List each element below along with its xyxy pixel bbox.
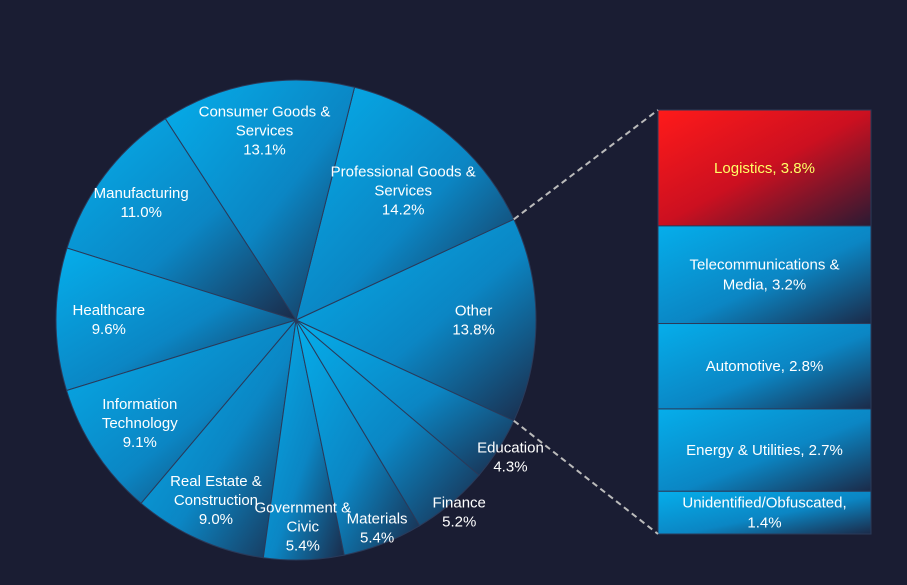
breakout-bar xyxy=(657,109,872,535)
pie-slice-consumer-goods-and-services xyxy=(164,79,356,322)
bar-label-telecommunications-and-media: Telecommunications &Media, 3.2% xyxy=(689,257,839,294)
bar-label-unidentified-obfuscated: Unidentified/Obfuscated,1.4% xyxy=(682,495,846,532)
pie-slices xyxy=(55,79,537,561)
bar-label-automotive: Automotive, 2.8% xyxy=(706,358,824,375)
connector-top xyxy=(513,109,659,221)
pie-slice-manufacturing xyxy=(66,118,298,321)
bar-label-logistics: Logistics, 3.8% xyxy=(714,160,815,177)
pie-slice-healthcare xyxy=(55,247,298,392)
connector-bottom xyxy=(513,419,659,535)
bar-segment-automotive xyxy=(657,323,872,410)
pie-slice-other xyxy=(294,218,537,422)
bar-segment-telecommunications-and-media xyxy=(657,225,872,325)
bar-label-energy-and-utilities: Energy & Utilities, 2.7% xyxy=(686,442,843,459)
bar-segment-unidentified-obfuscated xyxy=(657,490,872,535)
pie-slice-real-estate-and-construction xyxy=(140,318,297,559)
breakout-connectors xyxy=(513,109,659,535)
bar-segment-energy-and-utilities xyxy=(657,408,872,492)
bar-segment-logistics xyxy=(657,109,872,227)
pie-slice-information-technology xyxy=(65,319,298,505)
pie-slice-professional-goods-and-services xyxy=(295,86,515,321)
